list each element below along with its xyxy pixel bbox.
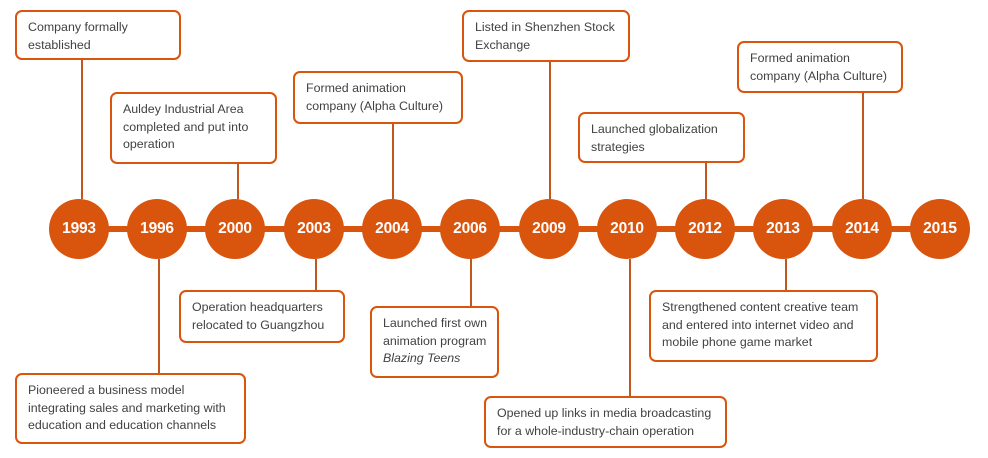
connector-2013 — [785, 259, 787, 290]
timeline-spine-segment — [185, 226, 207, 232]
event-callout-2014[interactable]: Formed animation company (Alpha Culture) — [737, 41, 903, 93]
year-node-2013[interactable]: 2013 — [753, 199, 813, 259]
event-callout-2013[interactable]: Strengthened content creative team and e… — [649, 290, 878, 362]
event-callout-2006[interactable]: Launched first own animation program Bla… — [370, 306, 499, 378]
event-callout-1996[interactable]: Pioneered a business model integrating s… — [15, 373, 246, 444]
event-text: Formed animation company (Alpha Culture) — [750, 51, 888, 83]
year-node-2004[interactable]: 2004 — [362, 199, 422, 259]
event-text: Launched globalization strategies — [591, 122, 718, 154]
connector-2014 — [862, 93, 864, 199]
year-node-2010[interactable]: 2010 — [597, 199, 657, 259]
connector-2009 — [549, 62, 551, 199]
event-callout-2012[interactable]: Launched globalization strategies — [578, 112, 745, 163]
timeline-spine-segment — [811, 226, 834, 232]
year-node-2014[interactable]: 2014 — [832, 199, 892, 259]
event-callout-2004[interactable]: Formed animation company (Alpha Culture) — [293, 71, 463, 124]
event-text: Listed in Shenzhen Stock Exchange — [475, 20, 615, 52]
event-text: Company formally established — [28, 20, 128, 52]
timeline-spine-segment — [420, 226, 442, 232]
connector-2006 — [470, 259, 472, 306]
timeline-spine-segment — [342, 226, 364, 232]
connector-2010 — [629, 259, 631, 396]
connector-1996 — [158, 259, 160, 373]
timeline-spine-segment — [263, 226, 286, 232]
year-node-1993[interactable]: 1993 — [49, 199, 109, 259]
connector-1993 — [81, 60, 83, 199]
connector-2004 — [392, 124, 394, 199]
event-callout-2003[interactable]: Operation headquarters relocated to Guan… — [179, 290, 345, 343]
connector-2000 — [237, 164, 239, 199]
event-text: Strengthened content creative team and e… — [662, 300, 859, 350]
event-callout-1993[interactable]: Company formally established — [15, 10, 181, 60]
year-node-2003[interactable]: 2003 — [284, 199, 344, 259]
connector-2012 — [705, 163, 707, 199]
year-node-2009[interactable]: 2009 — [519, 199, 579, 259]
timeline-spine-segment — [655, 226, 677, 232]
timeline-spine-segment — [890, 226, 912, 232]
year-node-2012[interactable]: 2012 — [675, 199, 735, 259]
event-text: Auldey Industrial Area completed and put… — [123, 102, 249, 152]
year-node-2000[interactable]: 2000 — [205, 199, 265, 259]
event-text: Formed animation company (Alpha Culture) — [306, 81, 444, 113]
event-callout-2009[interactable]: Listed in Shenzhen Stock Exchange — [462, 10, 630, 62]
year-node-2006[interactable]: 2006 — [440, 199, 500, 259]
year-node-2015[interactable]: 2015 — [910, 199, 970, 259]
connector-2003 — [315, 259, 317, 290]
timeline-spine-segment — [577, 226, 599, 232]
timeline-spine-segment — [107, 226, 129, 232]
event-text: Operation headquarters relocated to Guan… — [192, 300, 325, 332]
event-callout-2010[interactable]: Opened up links in media broadcasting fo… — [484, 396, 727, 448]
event-text: Launched first own animation program — [383, 316, 488, 348]
event-text-title: Blazing Teens — [383, 351, 461, 366]
timeline-spine-segment — [733, 226, 755, 232]
event-text: Opened up links in media broadcasting fo… — [497, 406, 712, 438]
timeline-spine-segment — [498, 226, 521, 232]
year-node-1996[interactable]: 1996 — [127, 199, 187, 259]
event-callout-2000[interactable]: Auldey Industrial Area completed and put… — [110, 92, 277, 164]
event-text: Pioneered a business model integrating s… — [28, 383, 226, 433]
